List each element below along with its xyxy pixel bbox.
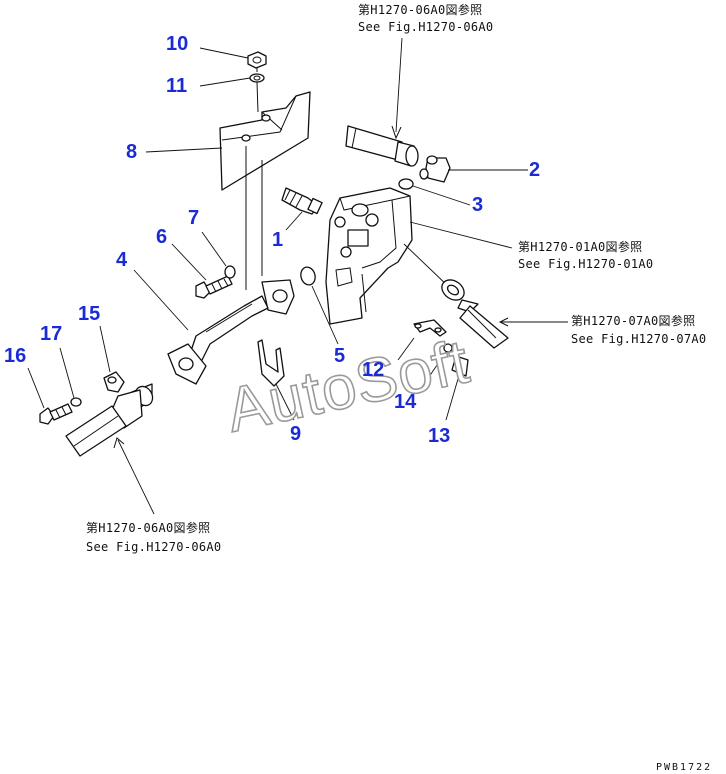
drawing-code: PWB1722 (656, 762, 712, 773)
reference-mid-en: See Fig.H1270-01A0 (518, 257, 653, 271)
u-bolt-9 (257, 339, 295, 421)
reference-top: 第H1270-06A0図参照 See Fig.H1270-06A0 (358, 2, 493, 34)
callout-7: 7 (188, 207, 199, 229)
reference-right-en: See Fig.H1270-07A0 (571, 332, 706, 346)
callout-10: 10 (166, 33, 188, 55)
washer-7 (201, 231, 236, 279)
bolt-6 (171, 243, 233, 299)
valve-block (325, 187, 513, 325)
bracket-axis (245, 146, 263, 290)
reference-right: 第H1270-07A0図参照 See Fig.H1270-07A0 (571, 313, 706, 346)
callout-1: 1 (272, 229, 283, 251)
callout-13: 13 (428, 425, 450, 447)
callout-16: 16 (4, 345, 26, 367)
callout-12: 12 (362, 359, 384, 381)
elbow-fitting (419, 155, 528, 183)
o-ring-3 (398, 178, 414, 190)
reference-mid: 第H1270-01A0図参照 See Fig.H1270-01A0 (518, 239, 653, 271)
callout-3: 3 (472, 194, 483, 216)
reference-bottom: 第H1270-06A0図参照 See Fig.H1270-06A0 (86, 520, 221, 554)
bracket-8 (145, 91, 311, 191)
washer-11 (199, 73, 265, 87)
hose-top (345, 37, 419, 167)
bolt-16 (27, 367, 73, 425)
reference-mid-jp: 第H1270-01A0図参照 (518, 239, 642, 254)
clamp-12 (397, 319, 469, 421)
leader-3 (412, 185, 471, 206)
callout-5: 5 (334, 345, 345, 367)
callout-11: 11 (166, 75, 187, 97)
leader-5 (311, 285, 339, 345)
hose-bottom (65, 383, 155, 515)
callout-2: 2 (529, 159, 540, 181)
reference-top-jp: 第H1270-06A0図参照 (358, 2, 482, 17)
callout-8: 8 (126, 141, 137, 163)
callout-14: 14 (394, 391, 417, 413)
callout-15: 15 (78, 303, 100, 325)
o-ring-5 (300, 266, 316, 286)
reference-top-en: See Fig.H1270-06A0 (358, 20, 493, 34)
reference-right-jp: 第H1270-07A0図参照 (571, 313, 695, 328)
callout-9: 9 (290, 423, 301, 445)
reference-bottom-jp: 第H1270-06A0図参照 (86, 520, 210, 535)
pipe-4 (133, 269, 295, 385)
stud-axis (256, 68, 259, 113)
callout-17: 17 (40, 323, 62, 345)
reference-bottom-en: See Fig.H1270-06A0 (86, 540, 221, 554)
nut-10 (199, 47, 267, 69)
hose-right (403, 243, 568, 349)
callout-6: 6 (156, 226, 167, 248)
callouts: 10 11 8 7 6 4 1 2 3 5 12 14 13 9 15 17 1… (4, 33, 540, 447)
pressure-switch (281, 187, 323, 231)
callout-4: 4 (116, 249, 128, 271)
washer-17 (59, 347, 82, 407)
clamp-15 (99, 325, 125, 393)
